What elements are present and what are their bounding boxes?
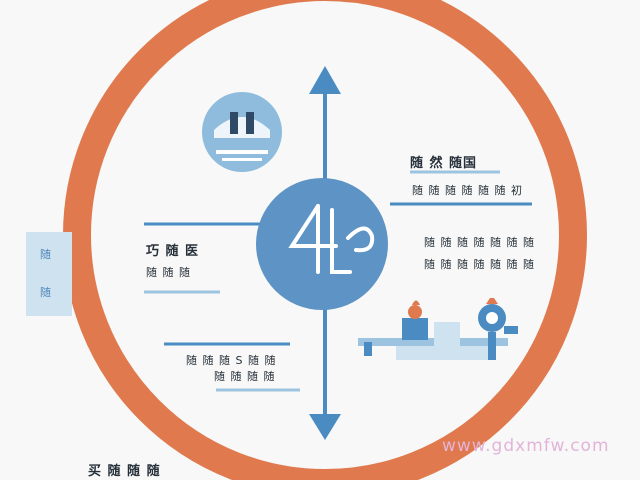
bottom-left-line-1: 随 随 随 S 随 随 xyxy=(186,354,277,367)
watermark: www.gdxmfw.com xyxy=(442,436,610,456)
top-right-subtitle: 随 随 随 随 随 随 初 xyxy=(412,184,523,197)
landmark-badge-icon xyxy=(202,92,282,172)
left-line-2: 随 随 随 xyxy=(146,266,191,279)
bottom-left-line-2: 随 随 随 随 xyxy=(214,370,276,383)
industrial-scene-icon xyxy=(358,298,518,360)
left-line-1: 巧 随 医 xyxy=(146,244,200,259)
outer-ring xyxy=(63,0,587,480)
side-block-bottom: 随 xyxy=(40,286,51,299)
scale-glyph-icon xyxy=(288,204,375,274)
side-block-top: 随 xyxy=(40,248,51,261)
top-right-title: 随 然 随国 xyxy=(410,156,478,171)
mid-right-line-2: 随 随 随 随 随 随 随 xyxy=(424,258,535,271)
arrow-down-icon xyxy=(309,414,341,440)
side-block xyxy=(26,232,72,316)
footer-caption: 买 随 随 随 xyxy=(88,464,161,479)
arrow-up-icon xyxy=(309,66,341,94)
mid-right-line-1: 随 随 随 随 随 随 随 xyxy=(424,236,535,249)
